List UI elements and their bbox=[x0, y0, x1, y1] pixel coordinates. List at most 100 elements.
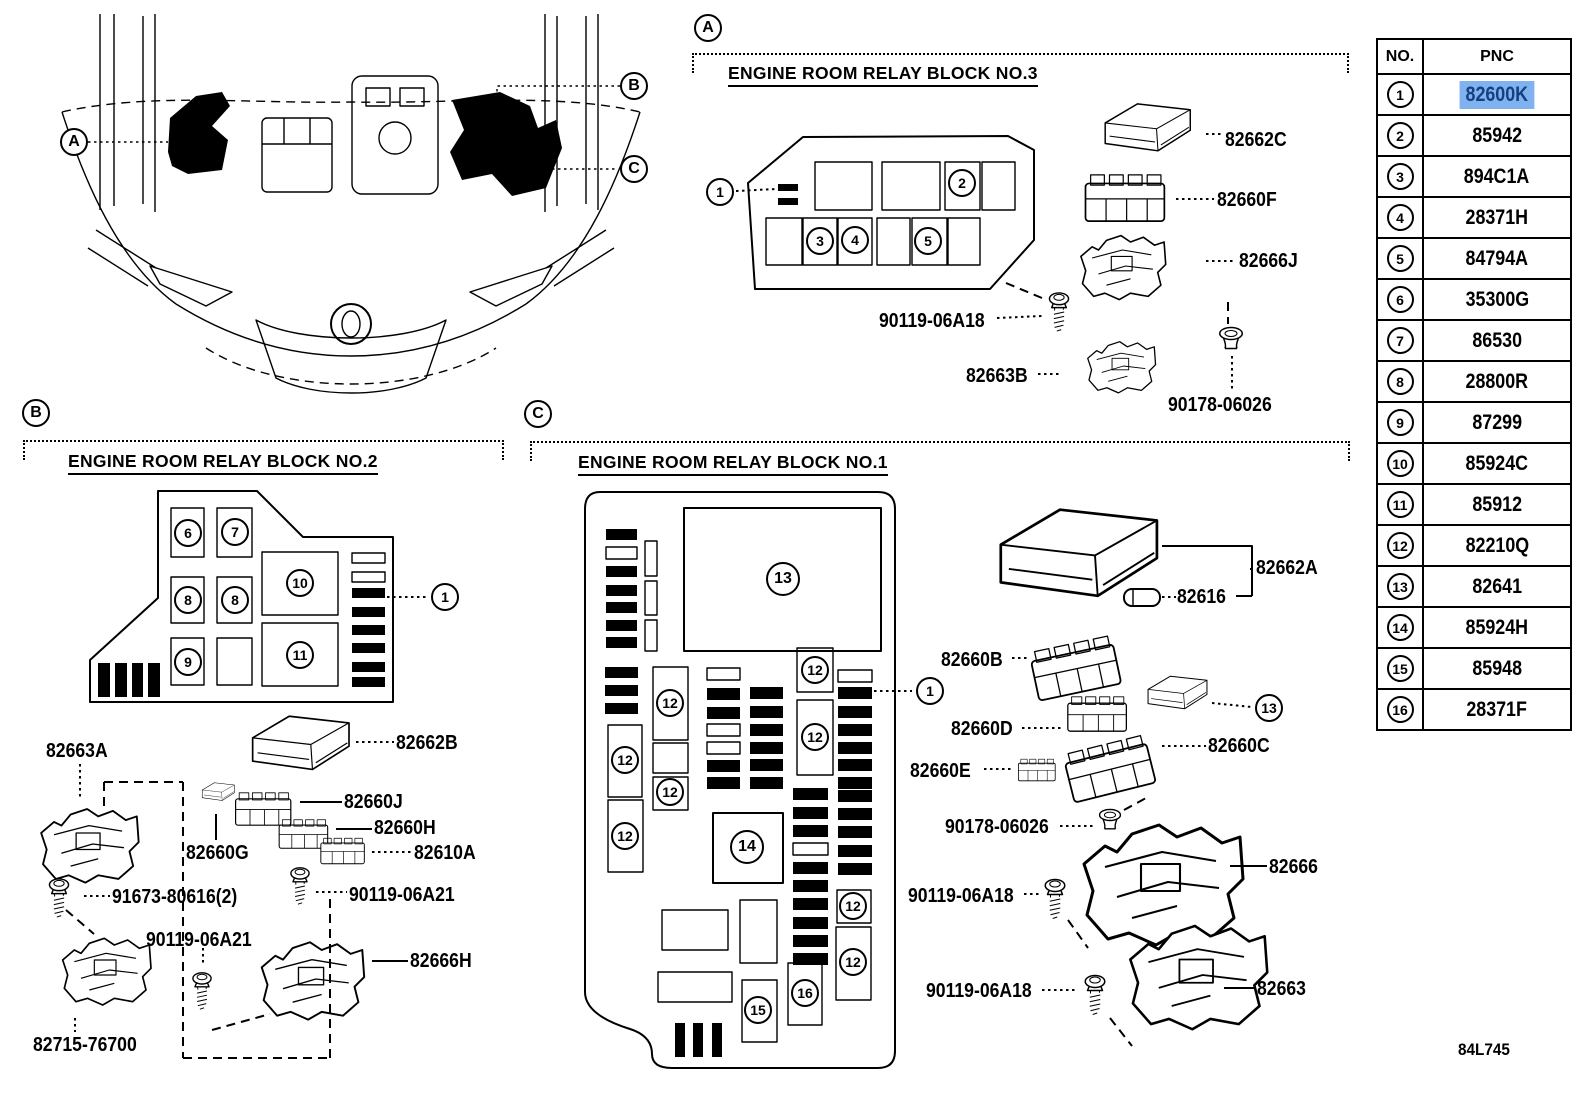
callout-12c[interactable]: 12 bbox=[611, 746, 639, 774]
callout-6[interactable]: 6 bbox=[174, 519, 202, 547]
pnc-value-9[interactable]: 85924C bbox=[1465, 451, 1529, 475]
pnc-header: PNC bbox=[1422, 38, 1572, 75]
row-no-3: 4 bbox=[1386, 204, 1414, 231]
relay-block-no2-drawing bbox=[89, 490, 428, 703]
row-no-15: 16 bbox=[1386, 696, 1414, 723]
part-label-82715-76700: 82715-76700 bbox=[33, 1034, 137, 1056]
left-parts-drawings bbox=[40, 715, 412, 1059]
relay-block-no1-drawing bbox=[584, 491, 912, 1069]
drawing-code: 84L745 bbox=[1458, 1040, 1510, 1059]
callout-2[interactable]: 2 bbox=[948, 169, 976, 197]
callout-16[interactable]: 16 bbox=[791, 979, 819, 1007]
screw-90119-06A18-a bbox=[1048, 292, 1070, 332]
part-label-90119-06A18-b: 90119-06A18 bbox=[908, 885, 1014, 907]
callout-12g[interactable]: 12 bbox=[839, 892, 867, 920]
callout-11[interactable]: 11 bbox=[286, 641, 314, 669]
table-row[interactable]: 14 85924H bbox=[1376, 606, 1572, 649]
callout-8b[interactable]: 8 bbox=[221, 586, 249, 614]
row-no-14: 15 bbox=[1386, 655, 1414, 682]
callout-12h[interactable]: 12 bbox=[839, 948, 867, 976]
part-82666-drawing bbox=[1082, 823, 1245, 947]
table-row[interactable]: 6 35300G bbox=[1376, 278, 1572, 321]
pnc-value-1[interactable]: 85942 bbox=[1472, 123, 1522, 147]
callout-12f[interactable]: 12 bbox=[801, 723, 829, 751]
part-82641-drawing bbox=[1147, 675, 1208, 710]
callout-8[interactable]: 8 bbox=[174, 586, 202, 614]
table-row[interactable]: 15 85948 bbox=[1376, 647, 1572, 690]
part-label-82662C: 82662C bbox=[1225, 129, 1287, 151]
part-82660F-drawing bbox=[1084, 173, 1166, 223]
row-no-8: 9 bbox=[1386, 409, 1414, 436]
row-no-5: 6 bbox=[1386, 286, 1414, 313]
part-label-82666J: 82666J bbox=[1239, 250, 1298, 272]
table-row[interactable]: 9 87299 bbox=[1376, 401, 1572, 444]
row-no-13: 14 bbox=[1386, 614, 1414, 641]
section-b-letter: B bbox=[22, 399, 50, 427]
callout-1b[interactable]: 1 bbox=[431, 583, 459, 611]
pnc-value-4[interactable]: 84794A bbox=[1465, 246, 1529, 270]
part-label-90178-06026-b: 90178-06026 bbox=[945, 816, 1049, 838]
callout-9[interactable]: 9 bbox=[174, 648, 202, 676]
table-row[interactable]: 16 28371F bbox=[1376, 688, 1572, 731]
callout-14[interactable]: 14 bbox=[730, 830, 764, 864]
callout-4[interactable]: 4 bbox=[841, 226, 869, 254]
pnc-value-5[interactable]: 35300G bbox=[1465, 287, 1529, 311]
pnc-value-15[interactable]: 28371F bbox=[1466, 697, 1528, 721]
screw-90119-06A18-c bbox=[1084, 974, 1106, 1016]
pnc-value-6[interactable]: 86530 bbox=[1472, 328, 1522, 352]
table-header-row: NO. PNC bbox=[1376, 38, 1572, 75]
part-label-82663B: 82663B bbox=[966, 365, 1028, 387]
part-82663A-drawing bbox=[40, 808, 140, 884]
callout-12b[interactable]: 12 bbox=[656, 778, 684, 806]
screw-90119-06A18-b bbox=[1044, 878, 1066, 920]
callout-1[interactable]: 1 bbox=[706, 178, 734, 206]
pnc-value-12[interactable]: 82641 bbox=[1472, 574, 1522, 598]
pnc-value-0[interactable]: 82600K bbox=[1459, 80, 1535, 109]
pnc-value-14[interactable]: 85948 bbox=[1472, 656, 1522, 680]
callout-7[interactable]: 7 bbox=[221, 518, 249, 546]
pnc-value-10[interactable]: 85912 bbox=[1472, 492, 1522, 516]
part-label-90119-06A18-c: 90119-06A18 bbox=[926, 980, 1032, 1002]
part-82616-drawing bbox=[1123, 588, 1161, 607]
part-label-90119-06A21-a: 90119-06A21 bbox=[349, 884, 455, 906]
row-no-0: 1 bbox=[1386, 81, 1414, 108]
callout-10[interactable]: 10 bbox=[286, 569, 314, 597]
callout-3[interactable]: 3 bbox=[806, 227, 834, 255]
section-c-bracket bbox=[530, 441, 1350, 461]
table-row[interactable]: 1 82600K bbox=[1376, 73, 1572, 116]
part-label-82660H: 82660H bbox=[374, 817, 436, 839]
callout-13-right[interactable]: 13 bbox=[1255, 694, 1283, 722]
callout-1c[interactable]: 1 bbox=[916, 677, 944, 705]
part-label-82662B: 82662B bbox=[396, 732, 458, 754]
pnc-value-8[interactable]: 87299 bbox=[1472, 410, 1522, 434]
section-c-title: ENGINE ROOM RELAY BLOCK NO.1 bbox=[578, 452, 888, 476]
callout-12a[interactable]: 12 bbox=[656, 689, 684, 717]
callout-5[interactable]: 5 bbox=[914, 227, 942, 255]
section-a-bracket bbox=[692, 53, 1349, 73]
table-row[interactable]: 12 82210Q bbox=[1376, 524, 1572, 567]
pnc-value-3[interactable]: 28371H bbox=[1465, 205, 1529, 229]
screw-90119-06A21-a bbox=[290, 867, 310, 905]
part-label-82662A: 82662A bbox=[1256, 557, 1318, 579]
pnc-value-13[interactable]: 85924H bbox=[1465, 615, 1529, 639]
pnc-value-7[interactable]: 28800R bbox=[1465, 369, 1529, 393]
pnc-value-2[interactable]: 894C1A bbox=[1464, 164, 1530, 188]
callout-13[interactable]: 13 bbox=[766, 562, 800, 596]
callout-15[interactable]: 15 bbox=[744, 996, 772, 1024]
callout-12e[interactable]: 12 bbox=[801, 656, 829, 684]
pnc-value-11[interactable]: 82210Q bbox=[1465, 533, 1529, 557]
row-no-11: 12 bbox=[1386, 532, 1414, 559]
car-callout-a: A bbox=[60, 128, 88, 156]
table-row[interactable]: 4 28371H bbox=[1376, 196, 1572, 239]
callout-12d[interactable]: 12 bbox=[611, 822, 639, 850]
part-82662B-drawing bbox=[251, 715, 350, 771]
part-82662C-drawing bbox=[1104, 102, 1192, 152]
